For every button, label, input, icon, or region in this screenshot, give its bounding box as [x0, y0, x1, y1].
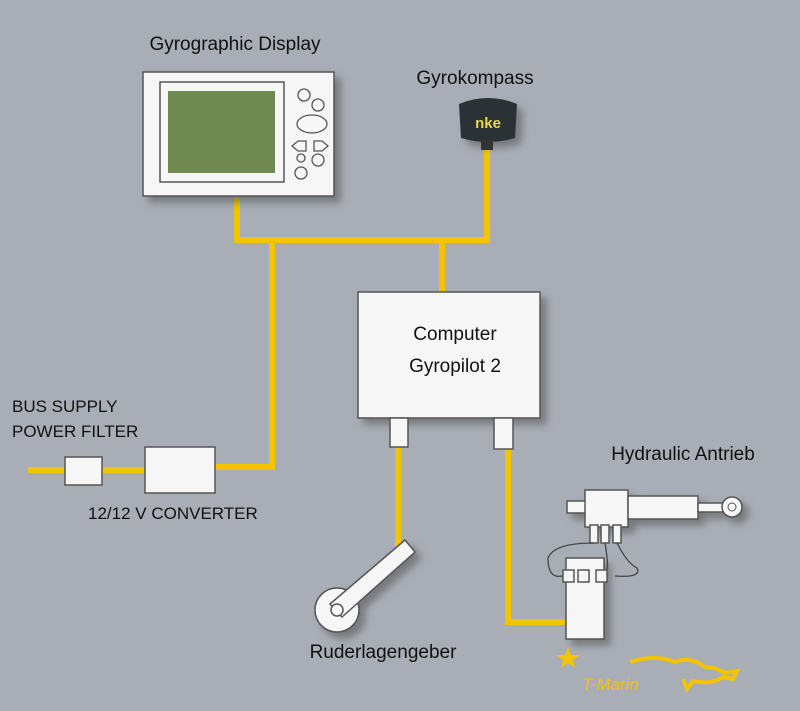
display-screen: [168, 91, 275, 173]
display-buttons: [290, 88, 330, 180]
label-hydraulic: Hydraulic Antrieb: [611, 444, 755, 465]
label-power-filter: POWER FILTER: [12, 422, 138, 441]
label-bus-supply: BUS SUPPLY: [12, 397, 118, 416]
label-display: Gyrographic Display: [149, 34, 321, 55]
computer-gyropilot: [357, 291, 541, 450]
gyrographic-display: [142, 71, 335, 197]
label-converter: 12/12 V CONVERTER: [88, 504, 258, 523]
compass-brand: nke: [475, 115, 501, 132]
label-compass: Gyrokompass: [416, 68, 533, 89]
cables: [28, 150, 566, 625]
rudder-sensor: [314, 538, 417, 633]
power-filter-box: [64, 456, 103, 486]
label-rudder: Ruderlagengeber: [310, 642, 458, 663]
hydraulic-drive: [547, 489, 743, 640]
converter-box: [144, 446, 216, 494]
gyrokompass: nke: [459, 98, 517, 150]
label-computer: Computer: [413, 324, 497, 345]
logo-text: T-Marin: [582, 675, 639, 694]
label-gyropilot: Gyropilot 2: [409, 356, 501, 377]
t-marin-logo: T-Marin: [556, 647, 741, 694]
